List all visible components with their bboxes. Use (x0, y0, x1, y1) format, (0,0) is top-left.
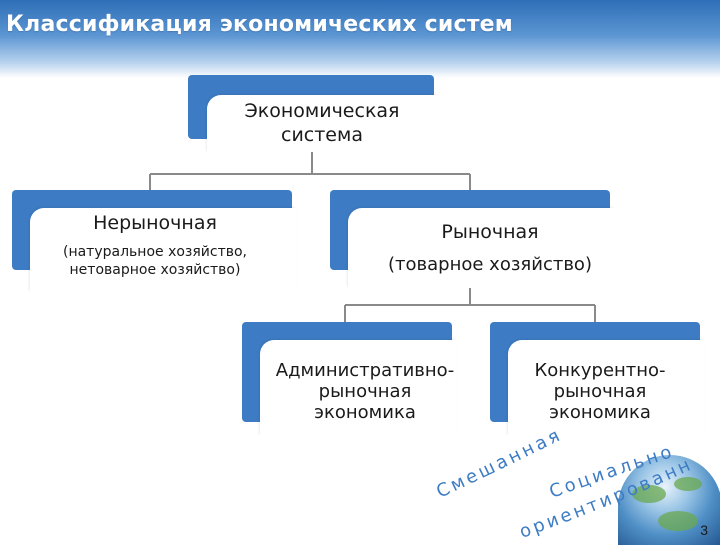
node-non-market-label: Нерыночная (93, 212, 217, 234)
curved-text-oriented: ориентированная (0, 0, 693, 540)
node-non-market-sub1: (натуральное хозяйство, (62, 244, 248, 260)
svg-text:Смешанная: Смешанная (433, 424, 566, 503)
node-root-line2: система (281, 124, 363, 146)
node-competitive-line3: экономика (549, 402, 651, 423)
globe-illustration (618, 455, 720, 545)
svg-text:ориентированная: ориентированная (0, 0, 693, 540)
node-admin-line3: экономика (314, 402, 416, 423)
slide-title: Классификация экономических систем (6, 12, 513, 37)
curved-text-mixed: Смешанная (433, 424, 563, 503)
node-market-label: Рыночная (441, 221, 539, 243)
node-competitive-line1: Конкурентно- (534, 360, 666, 381)
node-market-sub: (товарное хозяйство) (388, 254, 592, 275)
node-admin-line2: рыночная (318, 381, 412, 402)
node-root-line1: Экономическая (244, 100, 400, 122)
header-band (0, 0, 720, 78)
node-competitive-line2: рыночная (553, 381, 647, 402)
page-number: 3 (700, 522, 708, 538)
node-non-market-sub2: нетоварное хозяйство) (69, 262, 241, 278)
node-admin-line1: Административно- (275, 360, 455, 381)
